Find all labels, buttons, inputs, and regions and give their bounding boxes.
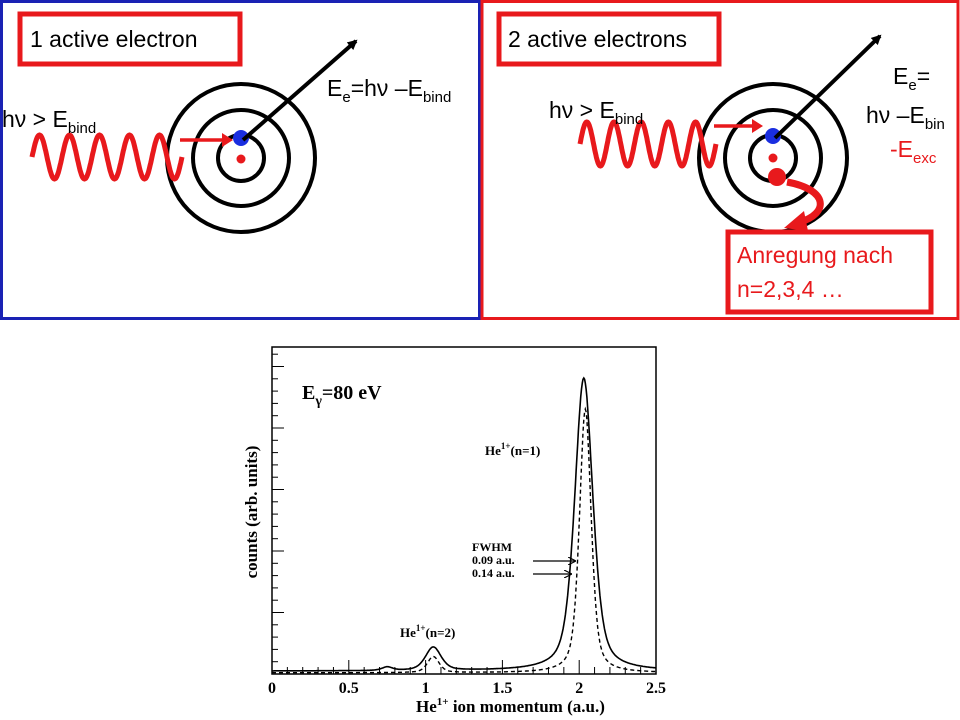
fwhm-value-1: 0.09 a.u. [472,553,515,567]
left-panel-title: 1 active electron [30,26,197,52]
series-layer [272,376,657,674]
x-tick-label: 1 [422,680,430,697]
left-panel-frame [0,0,481,320]
left-energy-label: Ee=hν –Ebind [327,75,451,106]
photon-arrow-head [752,119,763,133]
shell-middle [723,108,823,208]
photon-wave [29,132,185,182]
active-electron [233,130,249,146]
peak-label-n2: He1+(n=2) [400,623,455,640]
x-tick-label: 0 [268,680,276,697]
chart-xlabel: He1+ ion momentum (a.u.) [416,696,605,716]
excited-electron [768,168,786,186]
fwhm-title: FWHM [472,540,512,554]
peak-label-n1: He1+(n=1) [485,441,540,458]
right-panel: 2 active electrons hν > Ebind Ee= hν –Eb… [480,0,960,320]
x-tick-label: 1.5 [492,680,512,697]
excitation-box [725,229,934,315]
right-title-box [496,11,722,67]
x-tick-label: 2.5 [646,680,666,697]
x-tick-label: 0.5 [339,680,359,697]
x-axis-tick-labels: 0 0.5 1 1.5 2 2.5 [268,680,666,697]
excitation-box-line1: Anregung nach [737,242,893,268]
excitation-box-line2: n=2,3,4 … [737,276,844,302]
excitation-arrow [786,178,824,226]
ejected-electron-arrow [241,39,358,142]
x-tick-label: 2 [575,680,583,697]
left-title-box [17,11,243,67]
left-photon-label: hν > Ebind [2,106,96,137]
shell-middle [191,108,291,208]
chart-title: Eγ=80 eV [302,382,382,409]
plot-frame [271,346,657,675]
nucleus [768,153,778,163]
left-atom [165,39,358,234]
right-photon-label: hν > Ebind [549,97,643,128]
right-panel-frame [480,0,960,320]
right-energy-line2: hν –Ebin [866,102,945,133]
excitation-arrow-head [784,211,808,231]
right-energy-line3: -Eexc [890,136,937,167]
photon-arrow-head [222,133,233,147]
momentum-chart: 0 0.5 1 1.5 2 2.5 counts (arb. units) He1+ io… [242,346,666,716]
series-dashed-line [272,406,657,674]
photon-wave [577,119,719,169]
right-energy-line1: Ee= [893,63,930,94]
left-panel: 1 active electron hν > Ebind Ee=hν –Ebin… [0,0,481,320]
series-solid-line [272,376,657,672]
right-atom [697,34,882,234]
ejected-electron-arrow [773,34,882,140]
chart-ylabel: counts (arb. units) [242,446,261,579]
right-panel-title: 2 active electrons [508,26,687,52]
active-electron [765,128,781,144]
y-axis-ticks [272,353,284,675]
fwhm-value-2: 0.14 a.u. [472,566,515,580]
nucleus [236,154,246,164]
